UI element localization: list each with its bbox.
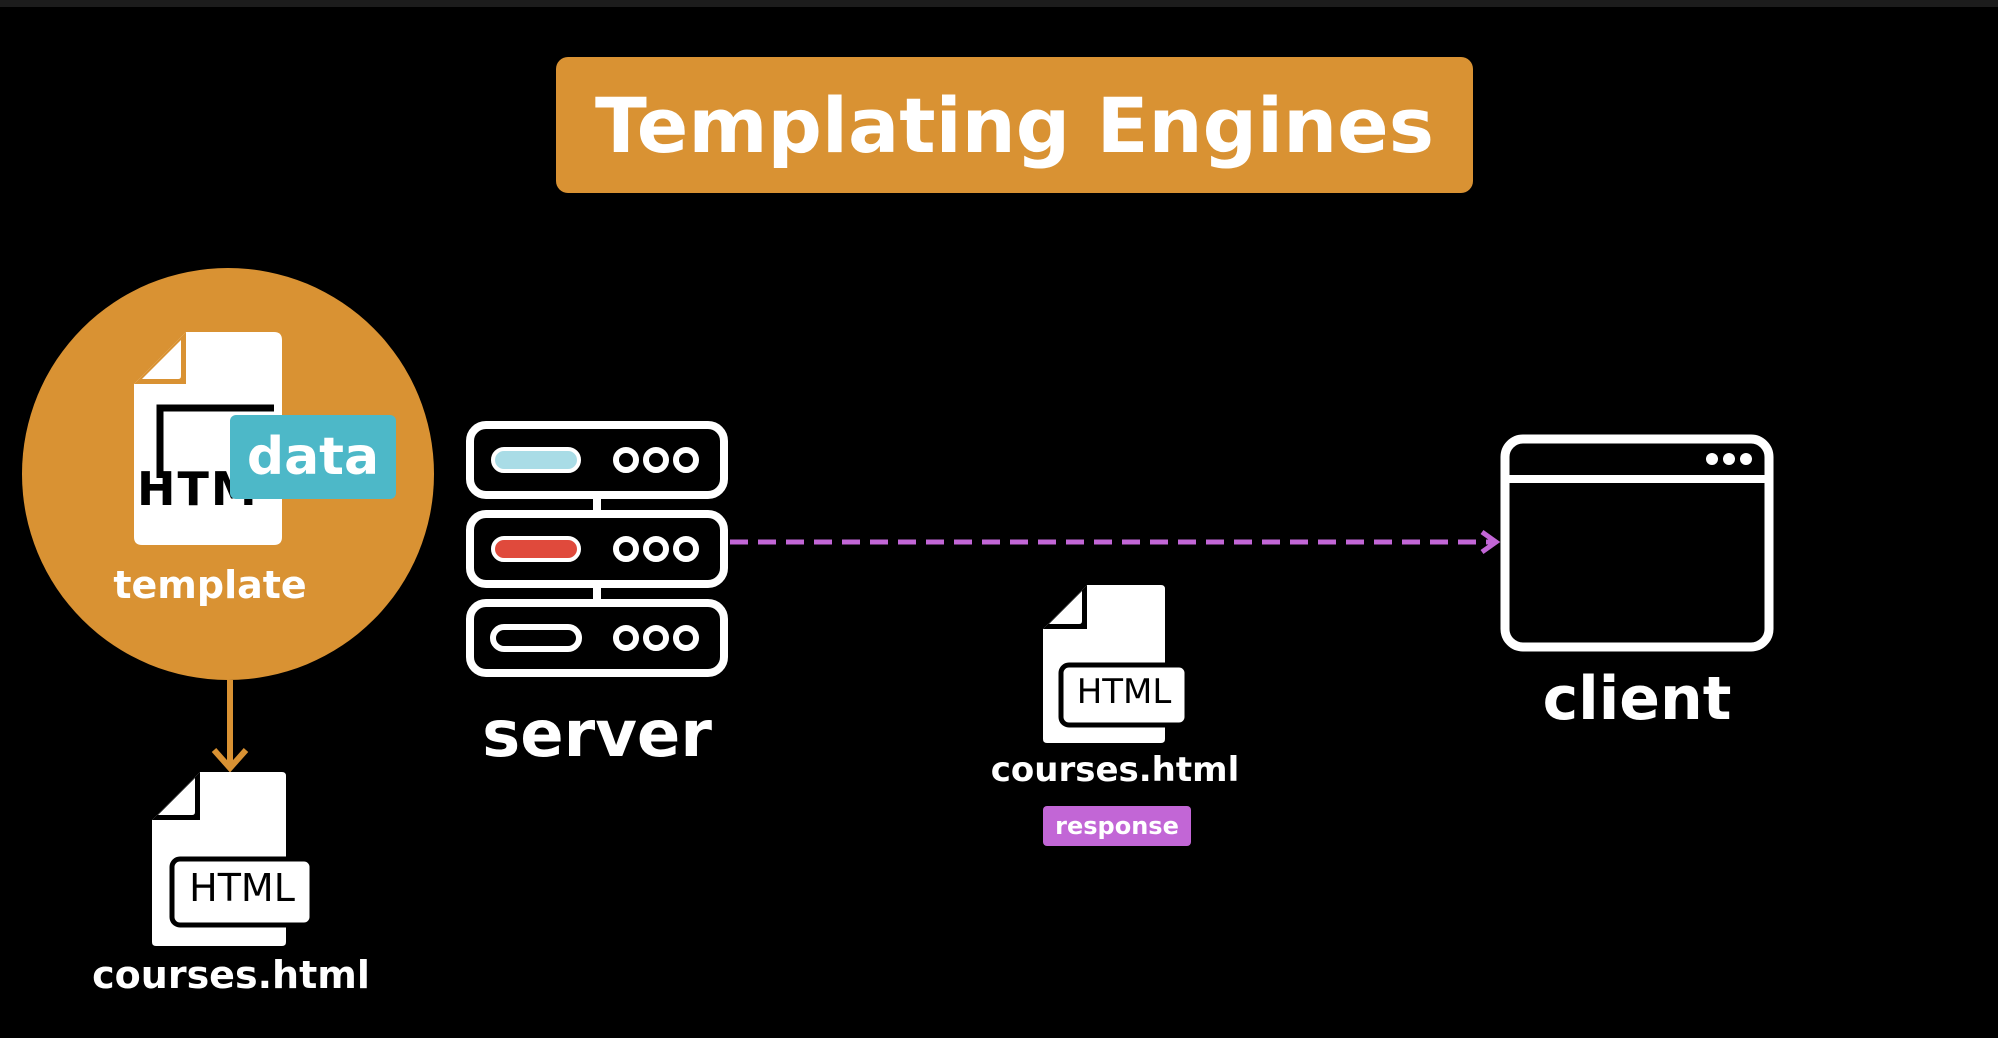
response-document-icon: [1043, 585, 1190, 743]
page-title: Templating Engines: [595, 80, 1434, 170]
output-caption: courses.html: [92, 953, 370, 997]
response-html-text: HTML: [1076, 672, 1172, 712]
template-caption: template: [113, 563, 307, 607]
data-tag: data: [230, 415, 396, 499]
down-arrow: [211, 680, 249, 773]
server-icon: [466, 421, 728, 677]
server-caption: server: [482, 698, 712, 772]
title-banner: Templating Engines: [556, 57, 1473, 193]
client-browser-icon: [1500, 434, 1774, 652]
client-caption: client: [1542, 664, 1732, 734]
response-caption: courses.html: [990, 750, 1240, 790]
output-html-text: HTML: [189, 866, 295, 910]
response-arrow: [730, 529, 1501, 555]
data-tag-label: data: [246, 427, 380, 487]
output-document-icon: [152, 772, 315, 946]
response-badge: response: [1043, 806, 1191, 846]
top-bar: [0, 0, 1998, 7]
